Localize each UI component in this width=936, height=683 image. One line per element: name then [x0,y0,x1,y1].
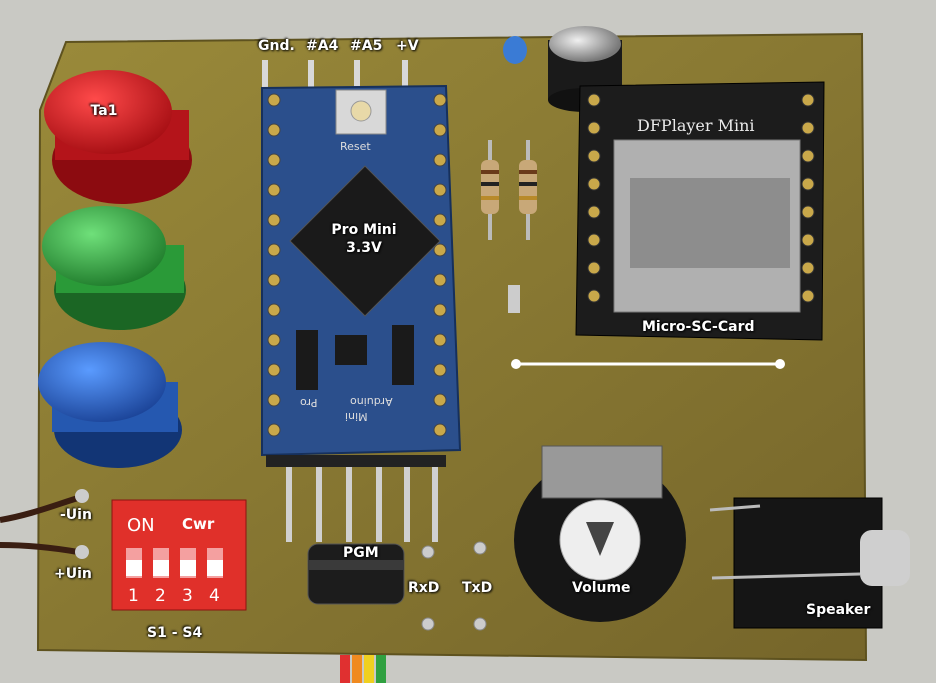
label-a5: #A5 [350,38,383,54]
resistors [481,140,537,240]
test-pin [508,285,520,313]
pgm-capacitor [307,543,405,605]
label-a4: #A4 [306,38,339,54]
ribbon-wires [340,655,386,683]
test-pads [421,541,487,631]
button-blue [38,342,182,468]
ceramic-capacitor [503,36,527,64]
arduino-pro-mini-board [261,84,462,457]
silk-dfplayer: DFPlayer Mini [637,116,755,135]
label-ta1: Ta1 [90,103,118,119]
dip-brand-text: Cwr [182,515,215,533]
label-rxd: RxD [408,580,440,596]
label-minus-uin: -Uin [60,507,92,523]
label-speaker: Speaker [806,602,871,618]
sd-card-indicator-line [511,359,785,369]
label-volume: Volume [572,580,631,596]
top-header-pins [262,60,408,94]
silk-pro: Pro [300,396,318,409]
power-wires [0,489,89,559]
dip-number-3: 3 [182,586,193,606]
silk-mini: Mini [345,410,368,423]
label-pro-mini: Pro Mini [331,222,397,238]
dip-number-4: 4 [209,586,220,606]
label-txd: TxD [462,580,493,596]
dip-switch [111,499,247,611]
silk-reset: Reset [340,140,371,153]
button-red [44,70,192,204]
dip-number-1: 1 [128,586,139,606]
volume-potentiometer [514,445,686,622]
dip-number-2: 2 [155,586,166,606]
label-switches: S1 - S4 [147,625,203,641]
label-pgm: PGM [343,545,379,561]
silk-arduino: Arduino [350,395,393,408]
label-pro-mini-voltage: 3.3V [346,240,382,256]
label-vplus: +V [396,38,419,54]
label-gnd: Gnd. [258,38,295,54]
label-plus-uin: +Uin [54,566,92,582]
dfplayer-mini-module [575,81,825,341]
button-green [42,206,186,330]
bottom-header-pins [266,455,446,542]
label-micro-sd: Micro-SC-Card [642,319,755,335]
speaker-jack [709,497,910,629]
dip-on-text: ON [127,515,155,536]
